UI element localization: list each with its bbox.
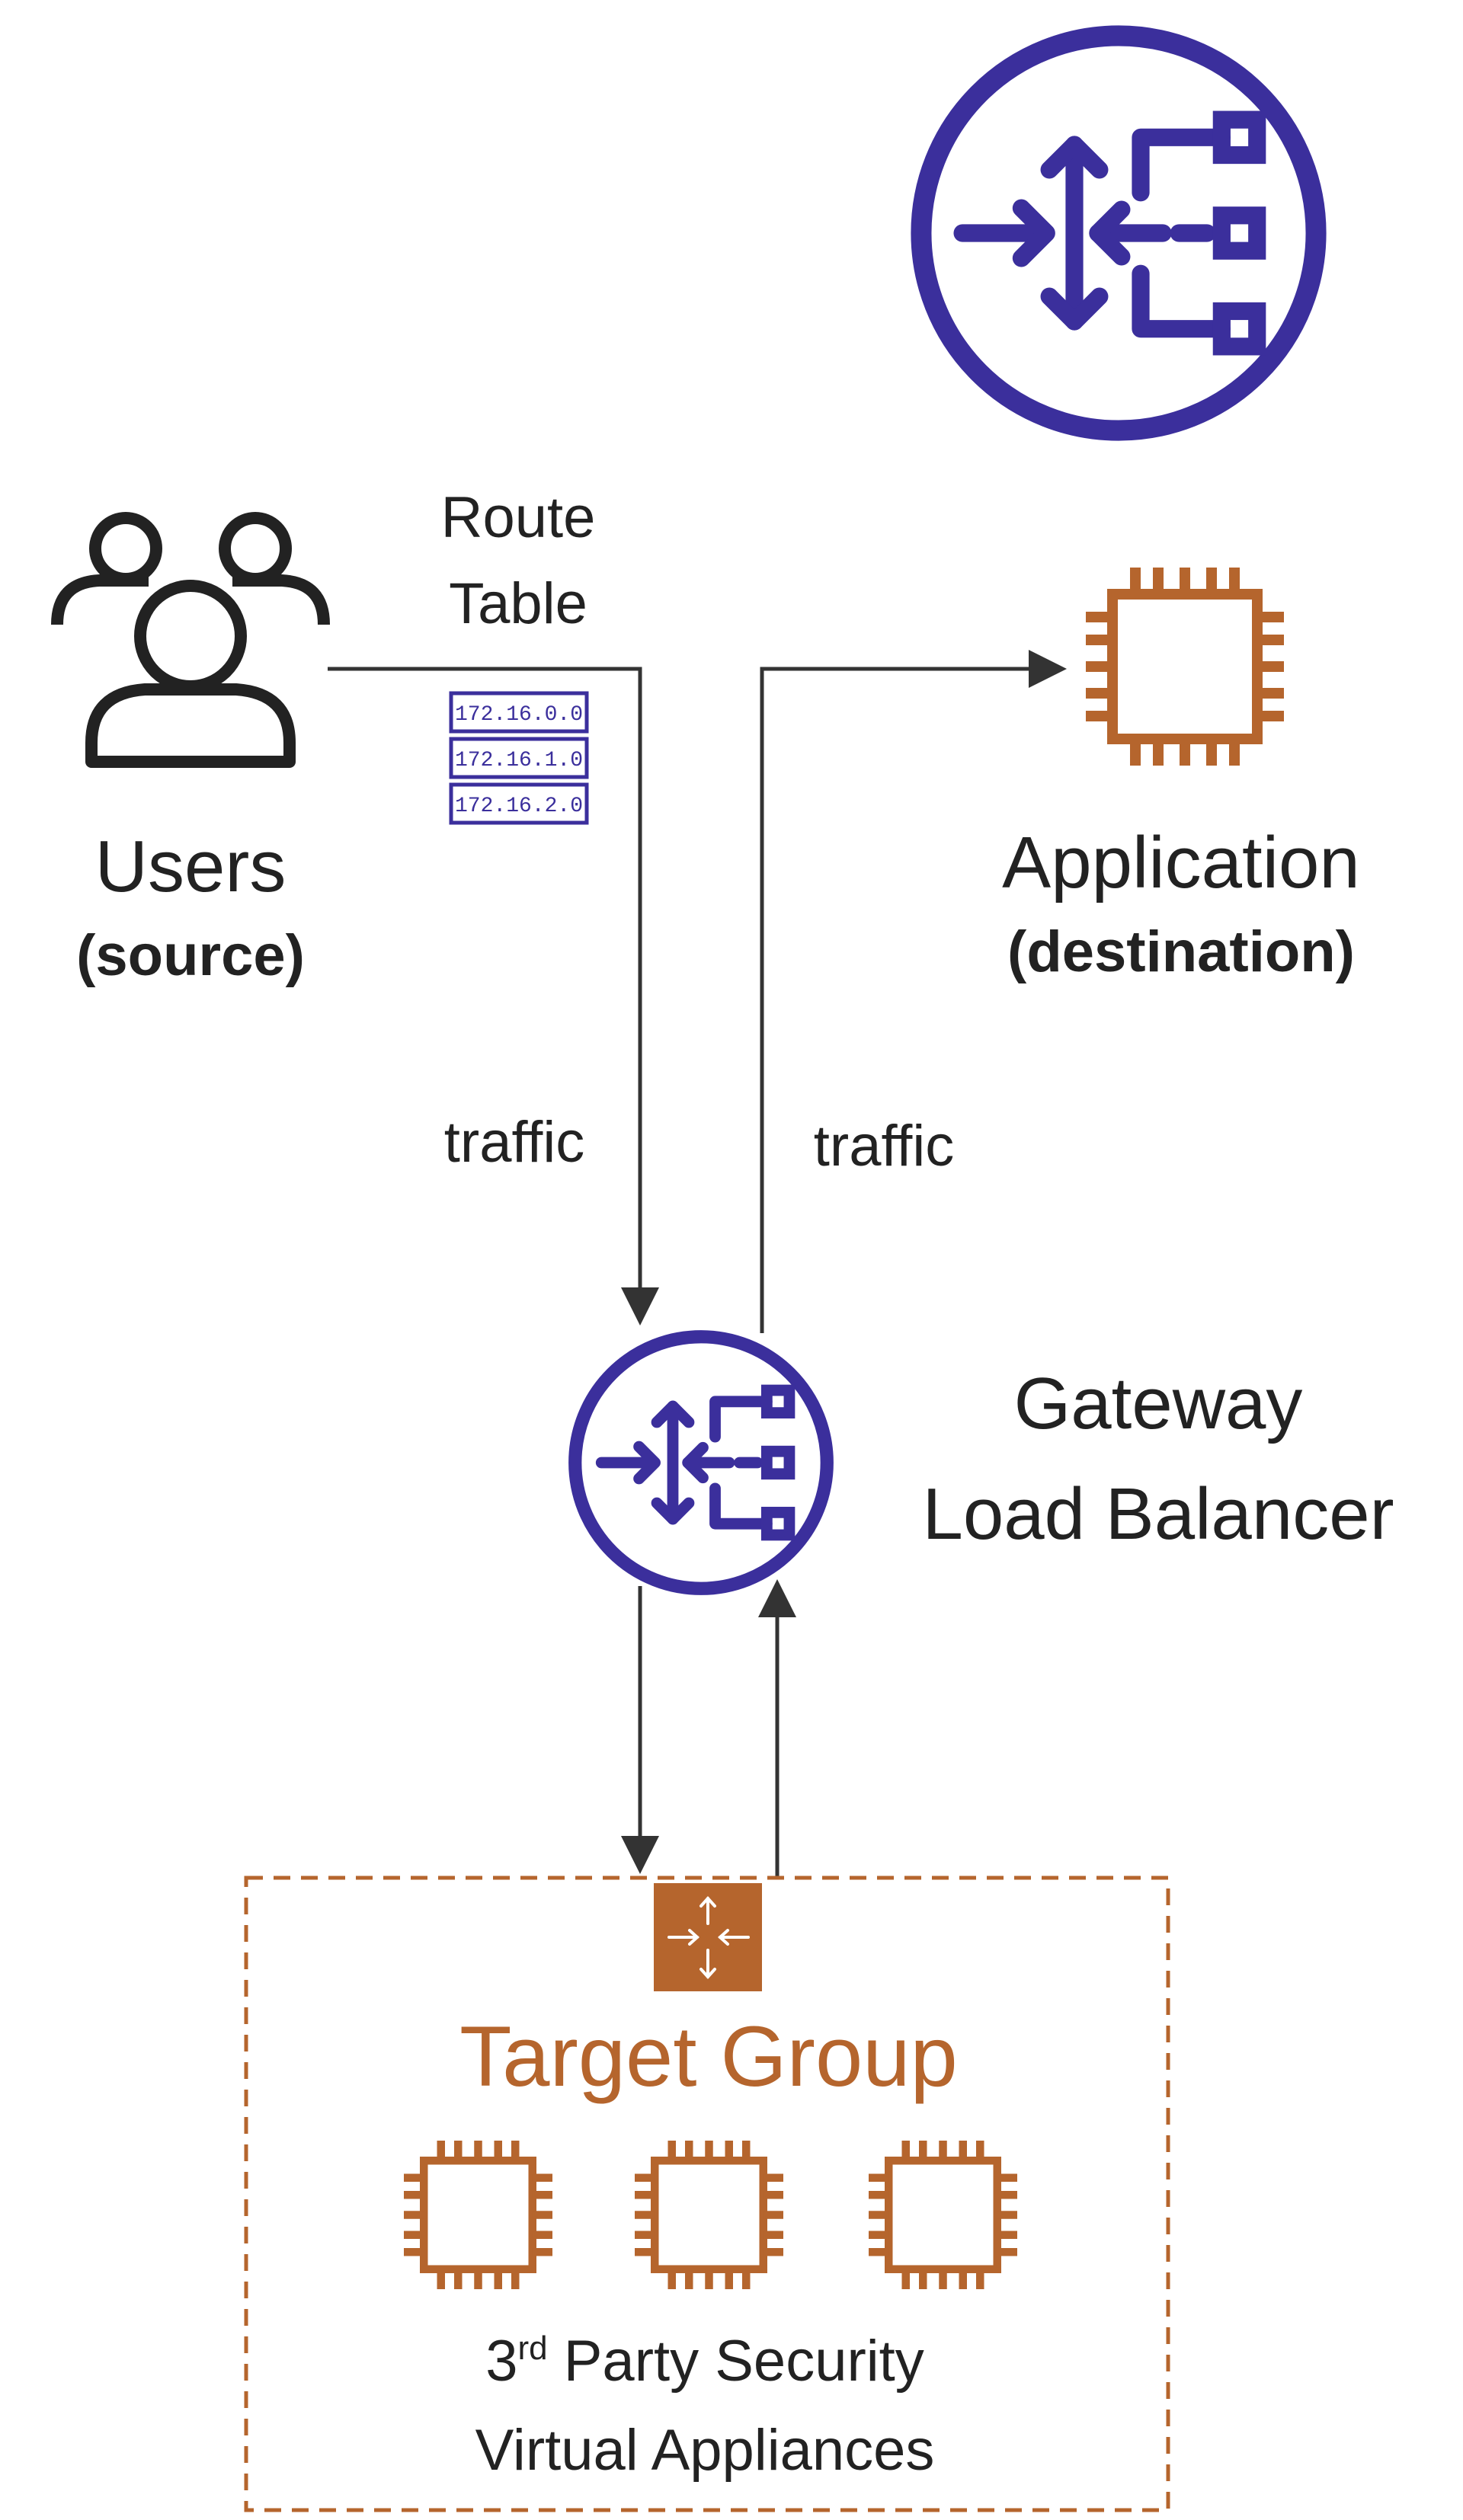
route-table-entry: 172.16.2.0 <box>449 782 589 825</box>
traffic-arrow-out <box>760 650 1067 1333</box>
route-table-entry-text: 172.16.1.0 <box>455 749 583 772</box>
users-icon <box>51 512 330 768</box>
target-group-label: Target Group <box>459 2009 958 2104</box>
route-table-entry-text: 172.16.2.0 <box>455 795 583 818</box>
appliances-rest: Party Security <box>548 2329 924 2394</box>
appliances-prefix: 3 <box>485 2329 517 2394</box>
gateway-load-balancer-icon-large <box>921 36 1316 430</box>
connector-lines <box>328 650 1067 1878</box>
appliance-chip-icon <box>635 2141 783 2289</box>
application-label: Application <box>1002 822 1360 903</box>
gateway-label-line2: Load Balancer <box>922 1473 1394 1555</box>
route-table-label-line1: Route <box>441 485 596 550</box>
route-table-entry: 172.16.0.0 <box>449 691 589 734</box>
target-group-box <box>244 1876 1170 2512</box>
appliances-label-line1: 3rd Party Security <box>485 2329 924 2394</box>
appliances-superscript: rd <box>518 2330 548 2367</box>
target-group-icon <box>654 1883 762 1991</box>
traffic-label-left: traffic <box>444 1110 584 1175</box>
application-sublabel: (destination) <box>1007 919 1355 984</box>
traffic-label-right: traffic <box>814 1114 954 1178</box>
appliance-chip-icon <box>404 2141 552 2289</box>
gateway-label-line1: Gateway <box>1014 1363 1303 1444</box>
traffic-arrow-in <box>328 667 659 1326</box>
gateway-load-balancer-icon <box>575 1337 828 1589</box>
route-table-label-line2: Table <box>449 571 587 636</box>
chip-icon <box>1086 568 1284 766</box>
appliances-label-line2: Virtual Appliances <box>475 2418 935 2483</box>
users-label: Users <box>95 826 287 907</box>
route-table-entry-text: 172.16.0.0 <box>455 703 583 727</box>
route-table: 172.16.0.0 172.16.1.0 172.16.2.0 <box>449 691 589 825</box>
users-sublabel: (source) <box>76 923 305 988</box>
route-table-entry: 172.16.1.0 <box>449 737 589 779</box>
appliance-chip-icon <box>869 2141 1017 2289</box>
